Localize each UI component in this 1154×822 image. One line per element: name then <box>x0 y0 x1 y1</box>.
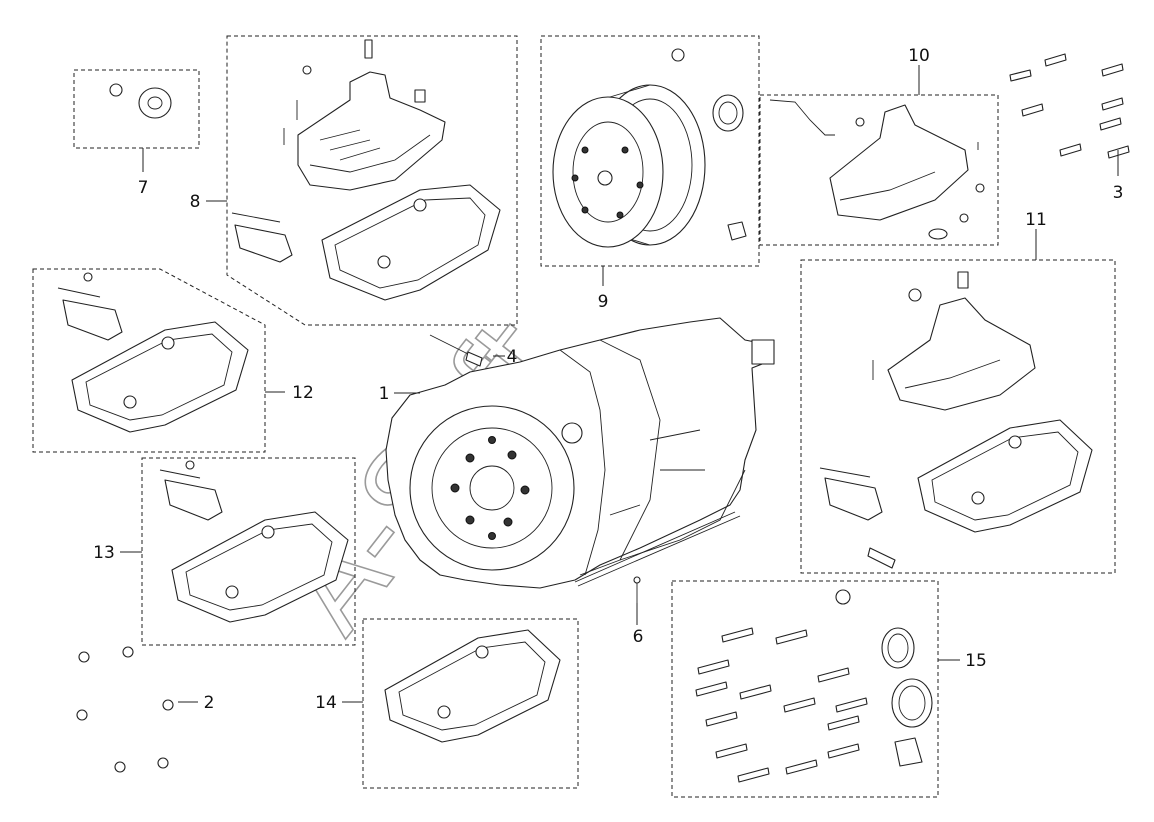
oil-pan-12 <box>71 321 249 433</box>
transmission-housing <box>385 317 775 589</box>
valve-body-8 <box>283 39 446 191</box>
group-box-9 <box>540 35 760 267</box>
callout-12: 12 <box>292 383 314 403</box>
callout-2: 2 <box>204 693 215 713</box>
bolt-6 <box>633 576 641 603</box>
callout-7: 7 <box>138 178 149 198</box>
oil-pan-14 <box>384 629 561 743</box>
group-box-12 <box>32 268 266 453</box>
callout-3: 3 <box>1113 183 1124 203</box>
callout-10: 10 <box>908 46 930 66</box>
group-box-10 <box>759 94 999 246</box>
dipstick-tube <box>429 334 483 367</box>
group-box-14 <box>362 618 579 789</box>
callout-9: 9 <box>598 292 609 312</box>
oil-pan-13 <box>171 511 349 623</box>
oil-pan-8 <box>321 184 501 301</box>
nut-set-2 <box>76 646 174 773</box>
callout-13: 13 <box>93 543 115 563</box>
bolt-set-3 <box>1009 53 1130 159</box>
oil-pan-11 <box>917 419 1093 533</box>
solenoid-11 <box>819 467 896 569</box>
group-box-8 <box>226 35 518 326</box>
callout-14: 14 <box>315 693 337 713</box>
bolt-set-15 <box>695 589 933 783</box>
callout-labels: 1 2 3 4 6 7 8 9 10 11 12 13 14 15 <box>93 46 1123 713</box>
solenoid-8 <box>231 212 293 263</box>
group-box-15 <box>671 580 939 798</box>
valve-body-10 <box>769 99 985 240</box>
leader-lines <box>120 65 1119 703</box>
group-box-13 <box>141 457 356 646</box>
callout-6: 6 <box>633 627 644 647</box>
solenoid-13 <box>159 460 223 521</box>
callout-11: 11 <box>1025 210 1047 230</box>
valve-body-11 <box>872 271 1036 411</box>
callout-8: 8 <box>190 192 201 212</box>
group-box-7 <box>73 69 200 149</box>
solenoid-12 <box>57 272 123 341</box>
callout-4: 4 <box>507 347 518 367</box>
callout-1: 1 <box>379 384 390 404</box>
seal-and-plug-7 <box>109 83 172 119</box>
group-box-11 <box>800 259 1116 574</box>
callout-15: 15 <box>965 651 987 671</box>
torque-converter-9 <box>552 48 747 248</box>
